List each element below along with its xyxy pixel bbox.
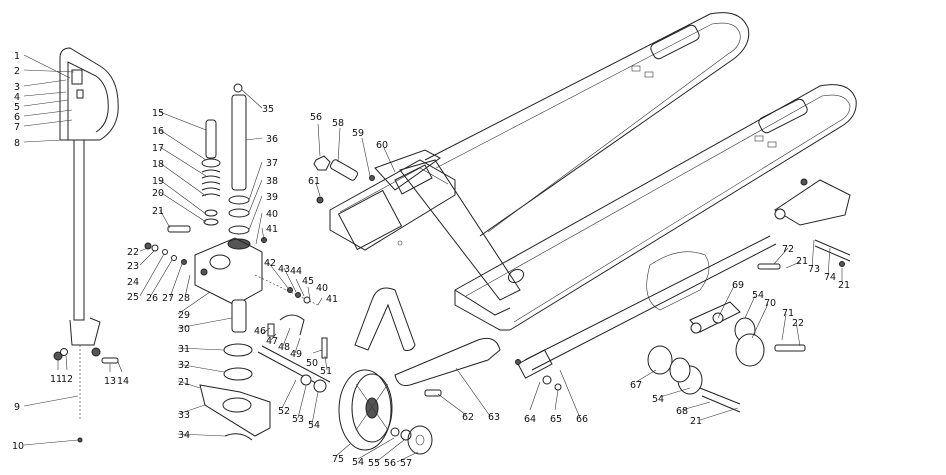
callout-40a: 40 bbox=[266, 209, 278, 220]
callout-54c: 54 bbox=[652, 394, 664, 405]
callout-23: 23 bbox=[127, 261, 139, 272]
callout-60: 60 bbox=[376, 140, 388, 151]
leader-lines bbox=[23, 54, 843, 463]
callout-8: 8 bbox=[14, 138, 20, 149]
callout-28: 28 bbox=[178, 293, 190, 304]
callout-12: 12 bbox=[61, 374, 73, 385]
callout-10: 10 bbox=[12, 441, 24, 452]
callout-66: 66 bbox=[576, 414, 588, 425]
callout-24: 24 bbox=[127, 277, 139, 288]
callout-22a: 22 bbox=[127, 247, 139, 258]
callout-7: 7 bbox=[14, 122, 20, 133]
callout-56b: 56 bbox=[384, 458, 396, 469]
callout-14: 14 bbox=[117, 376, 129, 387]
callout-labels: 1 2 3 4 5 6 7 8 9 10 11 12 13 14 15 16 1… bbox=[12, 51, 850, 469]
callout-54b: 54 bbox=[352, 457, 364, 468]
callout-50: 50 bbox=[306, 358, 318, 369]
callout-21b: 21 bbox=[178, 377, 190, 388]
callout-42: 42 bbox=[264, 258, 276, 269]
callout-34: 34 bbox=[178, 430, 190, 441]
callout-1: 1 bbox=[14, 51, 20, 62]
callout-57: 57 bbox=[400, 458, 412, 469]
callout-68: 68 bbox=[676, 406, 688, 417]
callout-9: 9 bbox=[14, 402, 20, 413]
callout-44: 44 bbox=[290, 266, 302, 277]
callout-17: 17 bbox=[152, 143, 164, 154]
callout-52: 52 bbox=[278, 406, 290, 417]
callout-59: 59 bbox=[352, 128, 364, 139]
push-rod-rollers bbox=[515, 178, 851, 413]
pump-assembly bbox=[144, 83, 331, 441]
callout-16: 16 bbox=[152, 126, 164, 137]
callout-51: 51 bbox=[320, 366, 332, 377]
callout-41a: 41 bbox=[266, 224, 278, 235]
callout-5: 5 bbox=[14, 102, 20, 113]
callout-55: 55 bbox=[368, 458, 380, 469]
callout-75: 75 bbox=[332, 454, 344, 465]
callout-45: 45 bbox=[302, 276, 314, 287]
callout-58: 58 bbox=[332, 118, 344, 129]
callout-48: 48 bbox=[278, 342, 290, 353]
callout-70: 70 bbox=[764, 298, 776, 309]
callout-35: 35 bbox=[262, 104, 274, 115]
callout-11: 11 bbox=[50, 374, 62, 385]
callout-63: 63 bbox=[488, 412, 500, 423]
callout-13: 13 bbox=[104, 376, 116, 387]
callout-61: 61 bbox=[308, 176, 320, 187]
callout-18: 18 bbox=[152, 159, 164, 170]
callout-40b: 40 bbox=[316, 283, 328, 294]
callout-65: 65 bbox=[550, 414, 562, 425]
callout-41b: 41 bbox=[326, 294, 338, 305]
callout-2: 2 bbox=[14, 66, 20, 77]
callout-56a: 56 bbox=[310, 112, 322, 123]
callout-21c: 21 bbox=[690, 416, 702, 427]
callout-29: 29 bbox=[178, 310, 190, 321]
callout-31: 31 bbox=[178, 344, 190, 355]
callout-39: 39 bbox=[266, 192, 278, 203]
callout-38: 38 bbox=[266, 176, 278, 187]
fork-frame bbox=[329, 12, 857, 331]
callout-30: 30 bbox=[178, 324, 190, 335]
callout-47: 47 bbox=[266, 336, 278, 347]
callout-33: 33 bbox=[178, 410, 190, 421]
handle-assembly bbox=[53, 47, 119, 443]
callout-4: 4 bbox=[14, 92, 20, 103]
callout-54a: 54 bbox=[308, 420, 320, 431]
callout-49: 49 bbox=[290, 349, 302, 360]
callout-53: 53 bbox=[292, 414, 304, 425]
callout-20: 20 bbox=[152, 188, 164, 199]
callout-69: 69 bbox=[732, 280, 744, 291]
callout-25: 25 bbox=[127, 292, 139, 303]
callout-72: 72 bbox=[782, 244, 794, 255]
steer-wheel-assembly bbox=[338, 287, 501, 455]
roller-parts-top bbox=[313, 155, 433, 204]
callout-64: 64 bbox=[524, 414, 536, 425]
callout-37: 37 bbox=[266, 158, 278, 169]
callout-19: 19 bbox=[152, 176, 164, 187]
callout-73: 73 bbox=[808, 264, 820, 275]
callout-32: 32 bbox=[178, 360, 190, 371]
callout-6: 6 bbox=[14, 112, 20, 123]
callout-46: 46 bbox=[254, 326, 266, 337]
callout-54d: 54 bbox=[752, 290, 764, 301]
callout-36: 36 bbox=[266, 134, 278, 145]
callout-3: 3 bbox=[14, 82, 20, 93]
callout-22b: 22 bbox=[792, 318, 804, 329]
callout-21d: 21 bbox=[796, 256, 808, 267]
callout-21a: 21 bbox=[152, 206, 164, 217]
callout-71: 71 bbox=[782, 308, 794, 319]
callout-21e: 21 bbox=[838, 280, 850, 291]
callout-62: 62 bbox=[462, 412, 474, 423]
callout-67: 67 bbox=[630, 380, 642, 391]
callout-74: 74 bbox=[824, 272, 836, 283]
callout-43: 43 bbox=[278, 264, 290, 275]
callout-15: 15 bbox=[152, 108, 164, 119]
callout-26: 26 bbox=[146, 293, 158, 304]
callout-27: 27 bbox=[162, 293, 174, 304]
